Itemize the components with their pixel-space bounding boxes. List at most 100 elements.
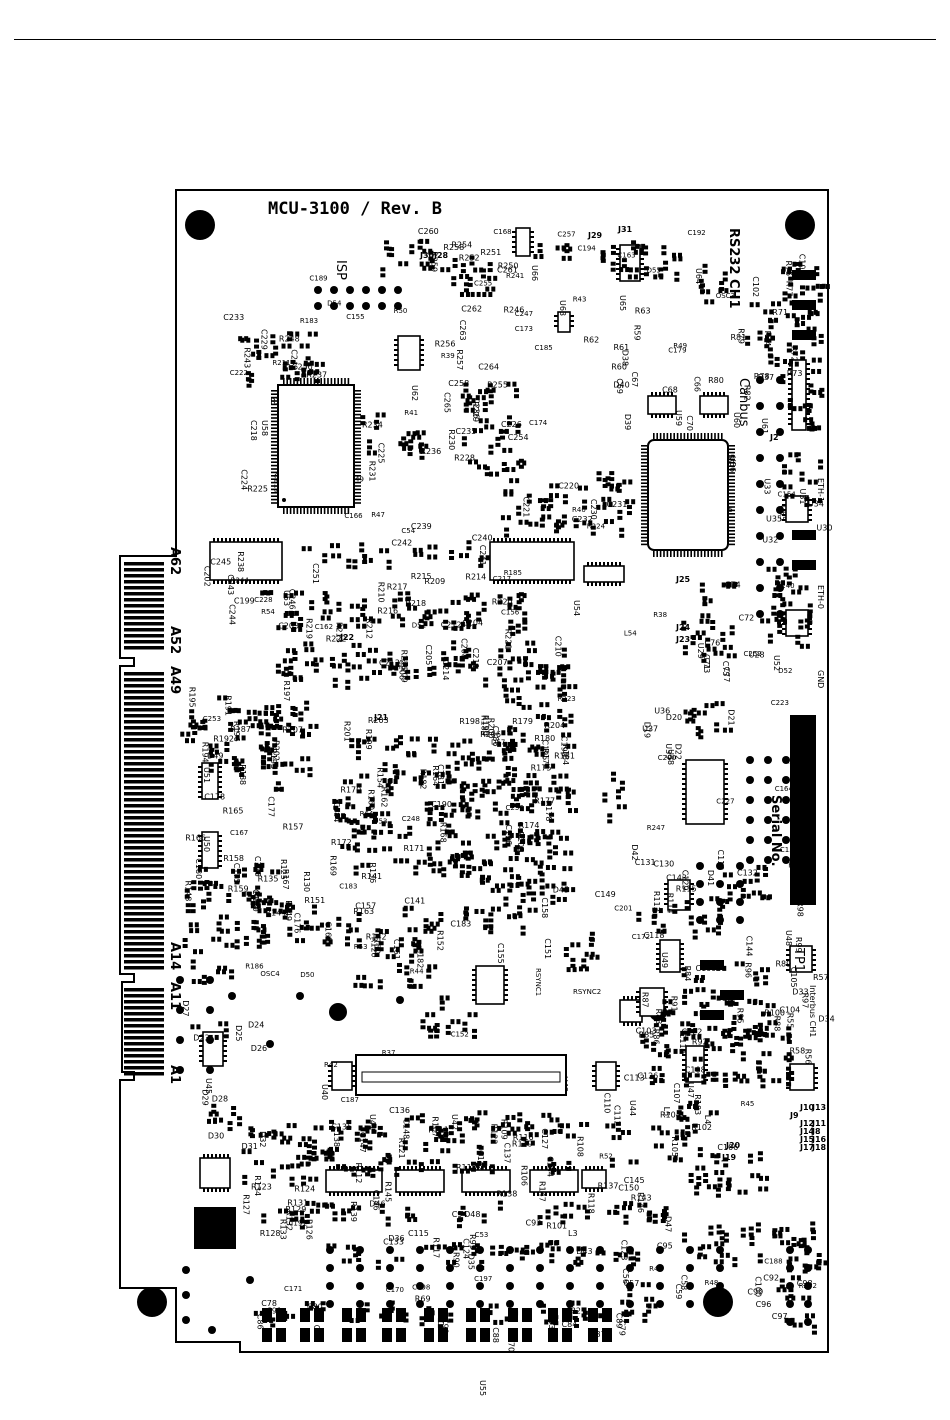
via-pad	[626, 1264, 634, 1272]
via-pad	[764, 856, 772, 864]
edge-finger	[124, 816, 164, 820]
component-ref: D45	[553, 886, 569, 895]
component-ref: R53	[354, 943, 368, 951]
edge-finger	[124, 640, 164, 644]
component-ref: R103	[693, 1094, 702, 1115]
component-ref: R207	[282, 726, 303, 735]
component-ref: C150	[618, 1184, 639, 1193]
component-ref: C154	[778, 490, 797, 498]
component-ref: R99	[468, 1234, 477, 1250]
connector-ref: J22	[339, 633, 354, 642]
edge-finger	[124, 906, 164, 910]
component-ref: C262	[461, 305, 482, 314]
component-ref: C123	[620, 1240, 629, 1261]
via-pad	[786, 1246, 794, 1254]
component-ref: R61	[614, 343, 630, 352]
component-ref: C177	[266, 796, 275, 817]
ic-ref: U60	[732, 412, 741, 428]
edge-finger	[124, 786, 164, 790]
component-ref: C118	[644, 931, 665, 940]
component-ref: R165	[223, 807, 244, 816]
edge-label: A11	[167, 982, 182, 1010]
component-ref: R169	[328, 855, 337, 876]
component-ref: D28	[212, 1095, 228, 1104]
via-pad	[736, 916, 744, 924]
via-pad	[756, 402, 764, 410]
component-ref: R137	[598, 1182, 619, 1191]
mounting-hole	[785, 210, 815, 240]
ic-ref: U59	[674, 410, 683, 426]
connector-ref: J18	[811, 1143, 827, 1152]
component-ref: D40	[613, 381, 629, 390]
via-pad	[764, 776, 772, 784]
component-ref: C225	[376, 443, 385, 464]
edge-finger	[124, 604, 164, 608]
component-ref: R83	[654, 1009, 663, 1025]
component-ref: R123	[251, 1182, 272, 1191]
component-ref: C115	[408, 1229, 429, 1238]
component-ref: D55	[647, 266, 661, 274]
component-ref: R213	[335, 622, 344, 643]
connector-ref: J12	[799, 1119, 814, 1128]
component-ref: R189	[480, 715, 489, 736]
gnd-label: GND	[816, 670, 825, 688]
via-pad	[566, 1282, 574, 1290]
component-ref: C204	[462, 619, 483, 628]
via-pad	[764, 836, 772, 844]
component-ref: C103	[636, 1026, 657, 1035]
edge-finger	[124, 586, 164, 590]
component-ref: C58	[680, 1275, 689, 1291]
component-ref: C264	[478, 363, 499, 372]
smd-parts	[180, 238, 830, 1342]
component-ref: D34	[818, 1015, 834, 1024]
edge-finger	[124, 1042, 164, 1046]
component-ref: C212	[441, 621, 462, 630]
via-pad	[356, 1282, 364, 1290]
component-ref: R77	[785, 281, 794, 297]
edge-label: A62	[167, 547, 182, 575]
component-ref: C152	[451, 1031, 469, 1039]
component-ref: R157	[283, 822, 304, 831]
component-ref: U30	[816, 523, 832, 532]
component-ref: D54	[327, 299, 342, 307]
component-ref: R196	[232, 721, 241, 742]
via-pad	[206, 1066, 214, 1074]
via-pad	[716, 1264, 724, 1272]
component-reference-labels: R259R258R254C261R252R250R251C260R246C262…	[181, 225, 835, 1396]
component-ref: R240	[776, 582, 794, 590]
via-pad	[756, 610, 764, 618]
component-ref: C161	[392, 939, 401, 960]
edge-finger	[124, 726, 164, 730]
connector-ref: J9	[789, 1111, 799, 1120]
component-ref: C85	[312, 1325, 321, 1341]
component-ref: OSC3	[716, 292, 735, 300]
component-ref: C168	[493, 228, 511, 236]
component-ref: R60	[611, 363, 627, 372]
edge-finger	[124, 574, 164, 578]
connector-ref: J19	[721, 1153, 737, 1162]
component-ref: C144	[745, 936, 754, 957]
edge-finger	[124, 646, 164, 650]
component-ref: R132	[284, 1210, 293, 1231]
via-pad	[476, 1282, 484, 1290]
component-ref: U38	[666, 749, 675, 765]
component-ref: R74	[763, 331, 772, 347]
component-ref: C82	[565, 1306, 581, 1315]
component-ref: R116	[513, 1133, 534, 1142]
component-ref: C187	[341, 1096, 359, 1104]
edge-finger	[124, 568, 164, 572]
via-pad	[296, 992, 304, 1000]
via-pad	[176, 1006, 184, 1014]
edge-finger	[124, 988, 164, 992]
via-pad	[356, 1300, 364, 1308]
component-ref: R197	[282, 681, 291, 702]
connector-ref: J25	[675, 575, 691, 584]
component-ref: C138	[332, 1126, 341, 1147]
via-pad	[386, 1264, 394, 1272]
component-ref: R126	[304, 1219, 313, 1240]
component-ref: R134	[253, 1175, 262, 1196]
component-ref: R114	[665, 893, 674, 914]
edge-finger	[124, 840, 164, 844]
component-ref: R133	[279, 1219, 288, 1240]
component-ref: C232	[572, 515, 593, 524]
